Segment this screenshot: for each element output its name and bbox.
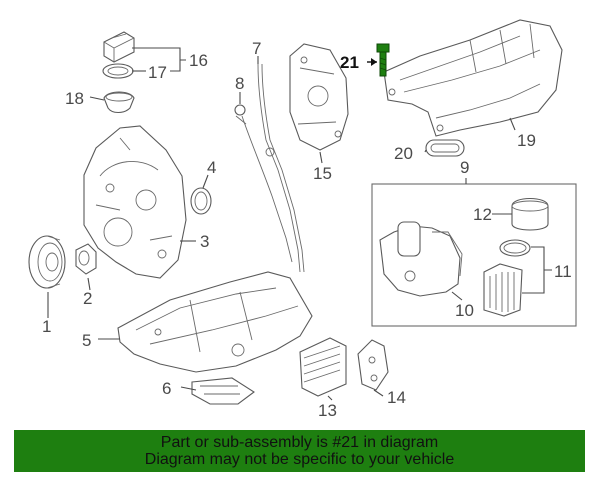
callout-11: 11 — [554, 262, 572, 281]
info-banner: Part or sub-assembly is #21 in diagram D… — [14, 430, 585, 472]
oil-cooler — [299, 337, 347, 397]
dipstick-tube — [257, 63, 305, 273]
callout-20: 20 — [394, 144, 413, 163]
callout-14: 14 — [387, 388, 406, 407]
banner-line-2: Diagram may not be specific to your vehi… — [144, 451, 455, 468]
callout-2: 2 — [83, 289, 92, 308]
seal-ring-17 — [102, 63, 134, 79]
timing-cover — [83, 125, 187, 279]
crankshaft-pulley — [28, 235, 66, 289]
crankshaft-hub — [75, 243, 97, 275]
callout-6: 6 — [162, 379, 171, 398]
callout-13: 13 — [318, 401, 337, 420]
callout-21: 21 — [340, 53, 359, 72]
callout-9: 9 — [460, 158, 469, 177]
callout-16: 16 — [189, 51, 208, 70]
baffle-plate — [191, 377, 255, 405]
callout-12: 12 — [473, 205, 492, 224]
gasket-20 — [425, 139, 465, 157]
breather-cap — [103, 91, 135, 114]
oil-filter-group-box — [371, 183, 577, 327]
bracket-14 — [357, 339, 389, 391]
oil-filter-element — [483, 263, 523, 317]
dipstick — [234, 104, 293, 263]
oil-pan — [117, 271, 313, 373]
intake-manifold — [383, 19, 563, 137]
callout-10: 10 — [455, 301, 474, 320]
callout-8: 8 — [235, 74, 244, 93]
cover-plate — [289, 43, 349, 151]
callout-18: 18 — [65, 89, 84, 108]
callout-15: 15 — [313, 164, 332, 183]
bolt-21 — [376, 43, 390, 77]
oil-filter-housing — [379, 221, 463, 297]
oil-filler-cap — [103, 31, 135, 63]
banner-line-1: Part or sub-assembly is #21 in diagram — [160, 434, 439, 451]
callout-17: 17 — [148, 63, 167, 82]
callout-19: 19 — [517, 131, 536, 150]
callout-7: 7 — [252, 39, 261, 58]
callout-3: 3 — [200, 232, 209, 251]
callout-1: 1 — [42, 317, 51, 336]
callout-4: 4 — [207, 158, 216, 177]
leader-lines — [47, 47, 552, 401]
oil-filter-cap — [511, 197, 549, 231]
front-seal — [190, 187, 212, 215]
callout-5: 5 — [82, 331, 91, 350]
o-ring-11 — [499, 239, 531, 257]
